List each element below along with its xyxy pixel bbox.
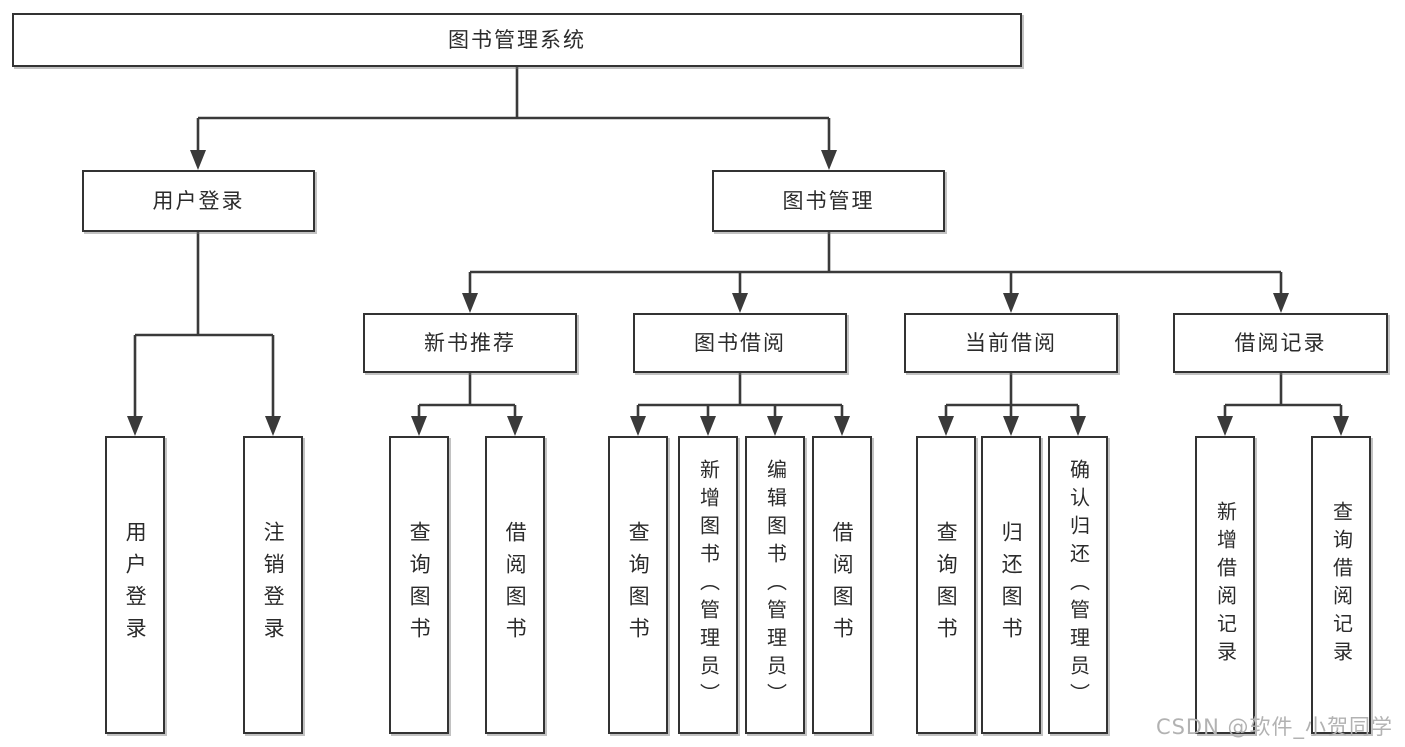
leaf-edit-books-admin: 编辑图书（管理员） bbox=[745, 436, 805, 734]
leaf-user-login: 用户登录 bbox=[105, 436, 165, 734]
csdn-watermark: CSDN @软件_小贺同学 bbox=[1155, 715, 1393, 739]
node-current-borrowing: 当前借阅 bbox=[904, 313, 1118, 373]
leaf-query-books-borrow: 查询图书 bbox=[608, 436, 668, 734]
leaf-borrow-books: 借阅图书 bbox=[812, 436, 872, 734]
node-user-login: 用户登录 bbox=[82, 170, 315, 232]
leaf-query-books-current: 查询图书 bbox=[916, 436, 976, 734]
leaf-query-borrow-record: 查询借阅记录 bbox=[1311, 436, 1371, 734]
leaf-add-borrow-record: 新增借阅记录 bbox=[1195, 436, 1255, 734]
node-book-borrowing: 图书借阅 bbox=[633, 313, 847, 373]
node-book-management: 图书管理 bbox=[712, 170, 945, 232]
node-library-management-system: 图书管理系统 bbox=[12, 13, 1022, 67]
leaf-borrow-books-recommend: 借阅图书 bbox=[485, 436, 545, 734]
leaf-return-books: 归还图书 bbox=[981, 436, 1041, 734]
leaf-confirm-return-admin: 确认归还（管理员） bbox=[1048, 436, 1108, 734]
leaf-query-books-recommend: 查询图书 bbox=[389, 436, 449, 734]
node-borrowing-records: 借阅记录 bbox=[1173, 313, 1388, 373]
leaf-add-books-admin: 新增图书（管理员） bbox=[678, 436, 738, 734]
node-new-book-recommendation: 新书推荐 bbox=[363, 313, 577, 373]
leaf-logout: 注销登录 bbox=[243, 436, 303, 734]
